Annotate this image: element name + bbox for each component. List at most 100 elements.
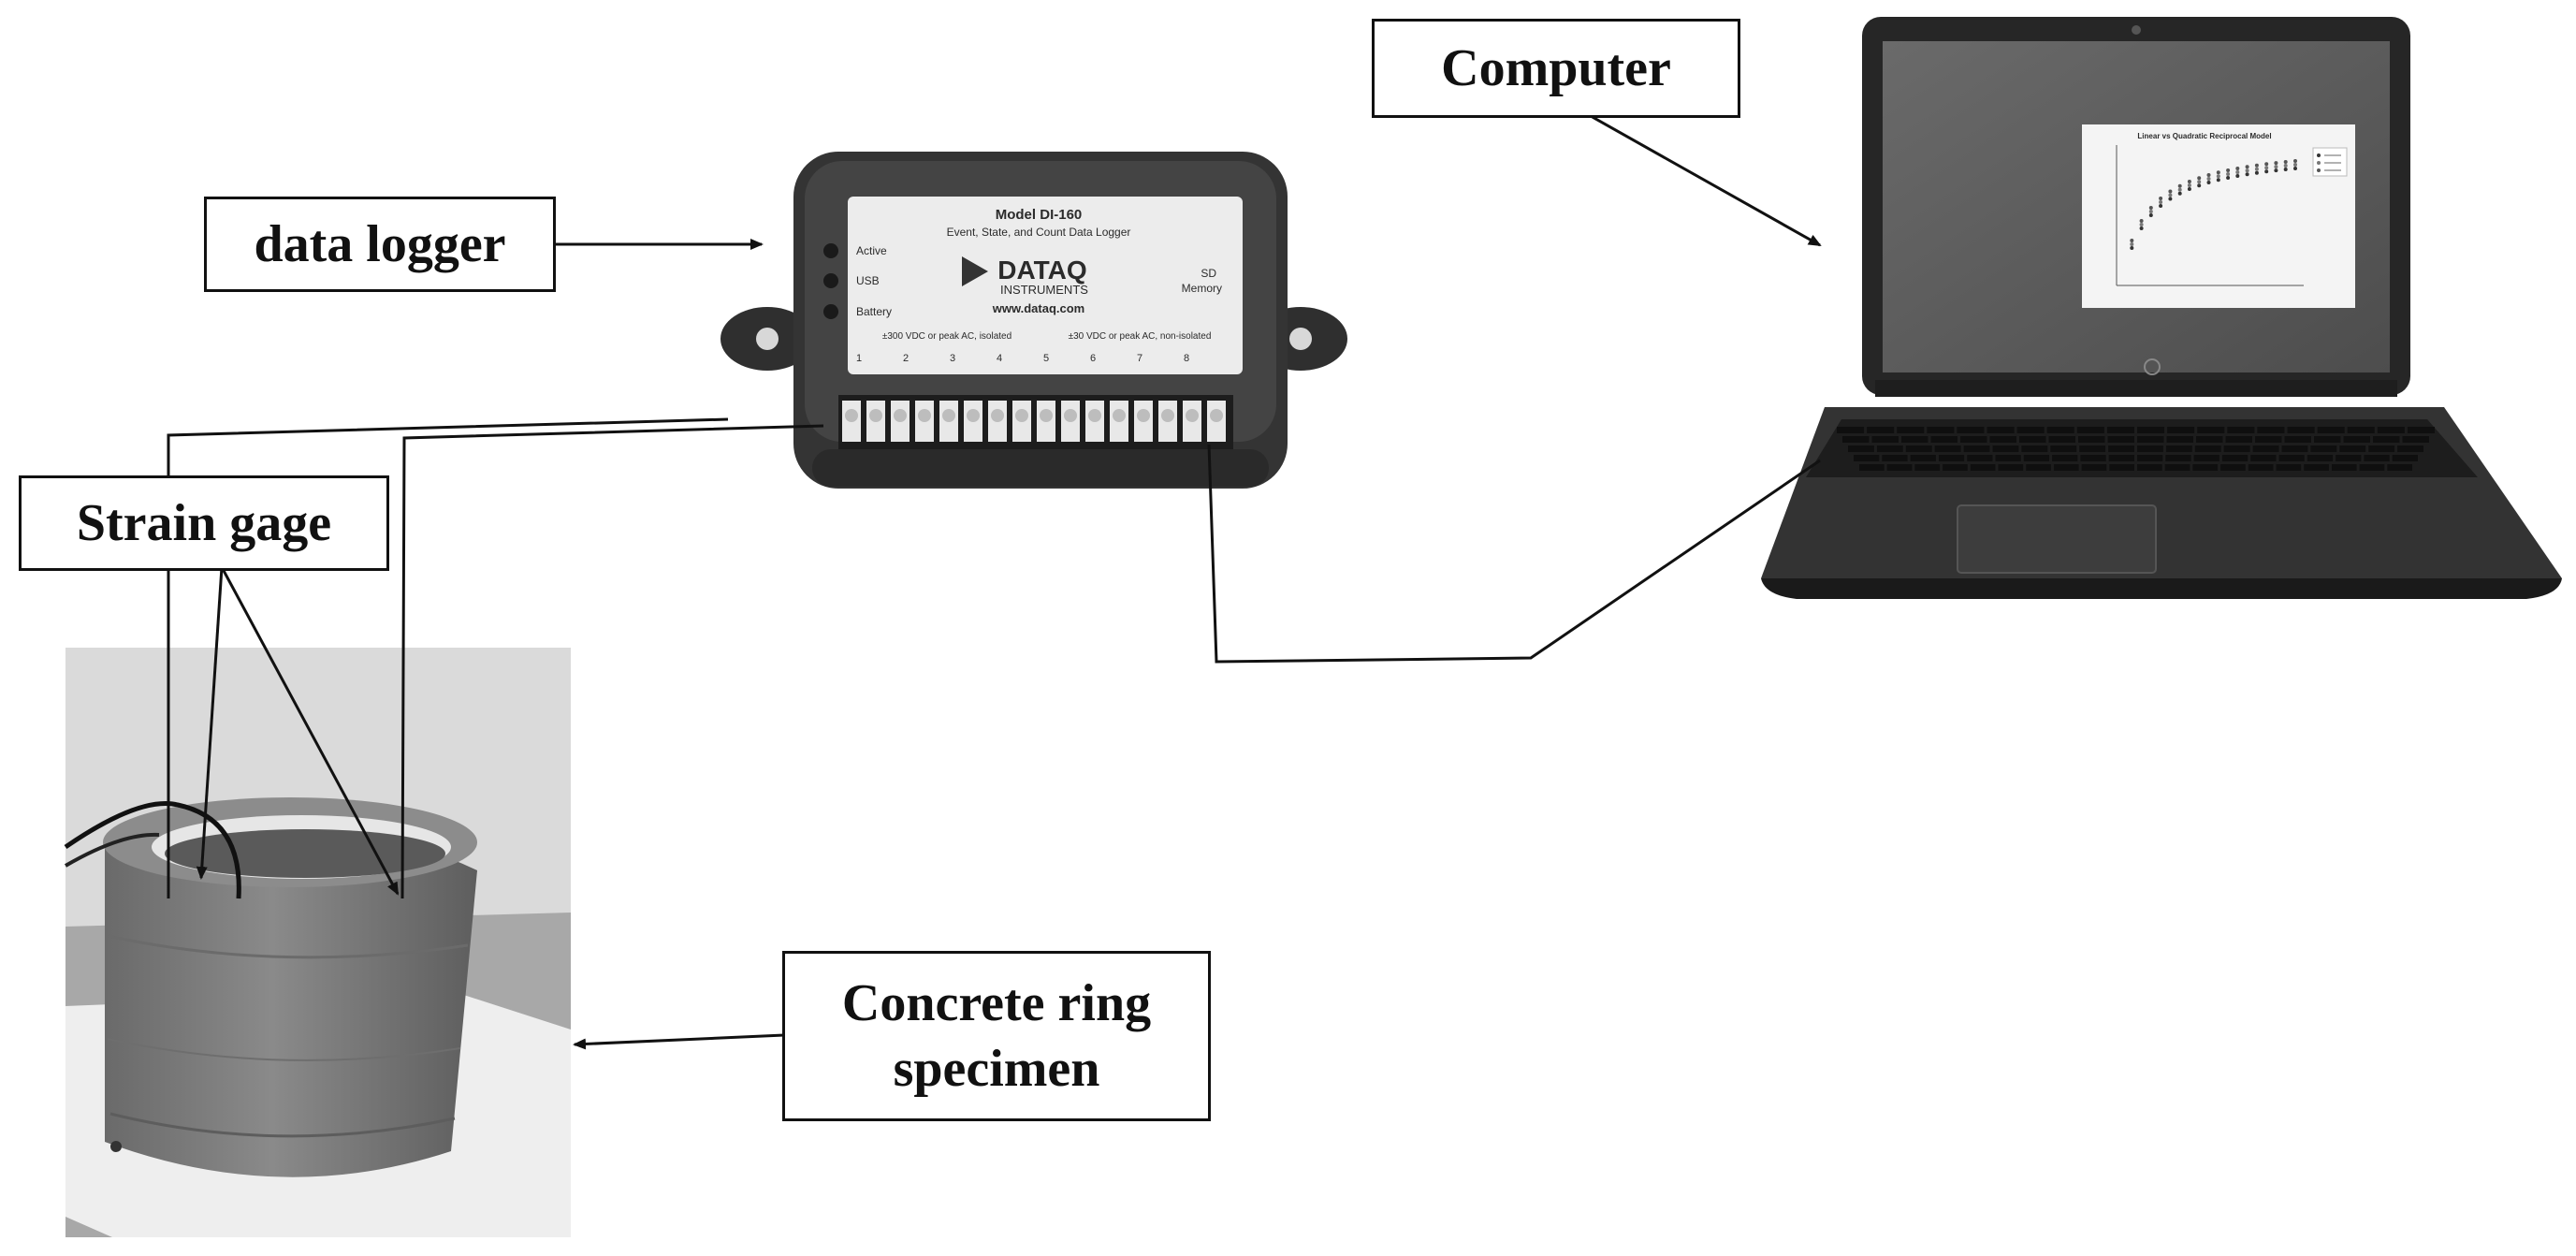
- keyboard-key: [2276, 464, 2302, 471]
- keyboard-key: [1963, 445, 1990, 452]
- keyboard-key: [2387, 464, 2412, 471]
- logger-brand-sub-text: INSTRUMENTS: [1000, 283, 1088, 297]
- screen-chart-point: [2264, 166, 2269, 170]
- keyboard-key: [1957, 427, 1985, 433]
- arrows: [196, 114, 1822, 1050]
- keyboard-key: [2359, 464, 2385, 471]
- screen-chart-point: [2187, 183, 2191, 187]
- screen-chart-point: [2159, 204, 2163, 208]
- keyboard-key: [2080, 455, 2106, 461]
- keyboard-key: [2076, 427, 2104, 433]
- keyboard-key: [2343, 436, 2370, 443]
- screen-chart-point: [2264, 162, 2269, 167]
- screen-chart-point: [2148, 206, 2153, 210]
- keyboard-key: [1905, 445, 1932, 452]
- screen-chart-point: [2177, 191, 2182, 196]
- channel-number: 4: [997, 353, 1002, 364]
- keyboard-key: [1943, 464, 1968, 471]
- screen-chart-point: [2187, 180, 2191, 183]
- keyboard-key: [1859, 464, 1885, 471]
- screen-chart-point: [2206, 173, 2211, 177]
- channel-number: 6: [1090, 353, 1096, 364]
- keyboard-key: [2248, 464, 2274, 471]
- strain-gage-wire-right: [400, 424, 824, 899]
- channel-number: 5: [1043, 353, 1049, 364]
- screen-chart-point: [2130, 246, 2134, 250]
- keyboard-key: [2225, 436, 2252, 443]
- keyboard-key: [2392, 455, 2418, 461]
- keyboard-key: [2317, 427, 2345, 433]
- keyboard-key: [2053, 464, 2079, 471]
- keyboard-key: [2137, 455, 2163, 461]
- keyboard-key: [2165, 455, 2191, 461]
- keyboard-key: [2196, 436, 2223, 443]
- screen-chart-point: [2245, 172, 2249, 177]
- keyboard-key: [2310, 445, 2337, 452]
- channel-number: 7: [1137, 353, 1142, 364]
- keyboard-key: [2252, 445, 2279, 452]
- keyboard-key: [2287, 427, 2315, 433]
- screen-chart-point: [2254, 163, 2259, 168]
- screen-chart-point: [2235, 167, 2240, 170]
- keyboard-key: [1927, 427, 1955, 433]
- data-logger-label-text: data logger: [254, 215, 506, 273]
- screen-chart-point: [2226, 172, 2231, 176]
- keyboard-key: [1882, 455, 1908, 461]
- keyboard-key: [2223, 445, 2250, 452]
- keyboard-key: [2137, 464, 2162, 471]
- keyboard-key: [2255, 436, 2282, 443]
- keyboard-key: [2164, 464, 2190, 471]
- keyboard-key: [2407, 427, 2435, 433]
- sd-label-line2: Memory: [1182, 282, 1222, 295]
- strain-gage-label-text: Strain gage: [76, 494, 332, 552]
- keyboard-key: [2314, 436, 2341, 443]
- touchpad: [1957, 504, 2157, 574]
- channel-number: 3: [950, 353, 955, 364]
- logger-model-text: Model DI-160: [996, 207, 1083, 223]
- keyboard-key: [1938, 455, 1965, 461]
- screen-chart-point: [2245, 165, 2249, 169]
- keyboard-key: [1886, 464, 1913, 471]
- screen-chart-point: [2274, 165, 2278, 169]
- screen-chart-point: [2197, 176, 2202, 181]
- keyboard-key: [2050, 445, 2077, 452]
- channel-number: 2: [903, 353, 909, 364]
- concrete-ring-label-line2: specimen: [893, 1040, 1100, 1098]
- keyboard-key: [2079, 445, 2106, 452]
- led-active-label: Active: [856, 244, 887, 257]
- sd-label-line1: SD: [1201, 267, 1216, 280]
- active-led-icon: [823, 243, 838, 258]
- screen-chart-point: [2235, 174, 2240, 178]
- logger-url-text: www.dataq.com: [992, 301, 1084, 315]
- keyboard-key: [2364, 455, 2390, 461]
- screen-chart-point: [2139, 219, 2144, 223]
- strain-gage-arrow-1: [196, 566, 224, 880]
- keyboard-key: [2284, 436, 2311, 443]
- keyboard-key: [2052, 455, 2078, 461]
- screen-chart-point: [2130, 242, 2134, 246]
- screen-chart-point: [2216, 178, 2220, 183]
- keyboard-key: [1901, 436, 1928, 443]
- screen-chart-point: [2197, 183, 2202, 188]
- keyboard-key: [2304, 464, 2329, 471]
- screen-chart-point: [2254, 170, 2259, 175]
- screen-chart-point: [2216, 174, 2220, 179]
- screen-chart-point: [2274, 168, 2278, 173]
- keyboard-key: [1867, 427, 1895, 433]
- keyboard-key: [2046, 427, 2074, 433]
- keyboard-key: [2137, 427, 2165, 433]
- keyboard-key: [2167, 427, 2195, 433]
- channel-number: 8: [1184, 353, 1189, 364]
- channel-number: 1: [856, 353, 862, 364]
- keyboard-key: [1960, 436, 1987, 443]
- terminal-strip: [842, 401, 1226, 442]
- screen-chart-point: [2168, 193, 2173, 197]
- keyboard-key: [1910, 455, 1936, 461]
- screen-chart-point: [2293, 167, 2297, 170]
- hp-logo-icon: [2144, 358, 2161, 375]
- keyboard-key: [2402, 436, 2429, 443]
- keyboard-key: [1848, 445, 1874, 452]
- keyboard-key: [2347, 427, 2375, 433]
- keyboard-key: [2109, 464, 2134, 471]
